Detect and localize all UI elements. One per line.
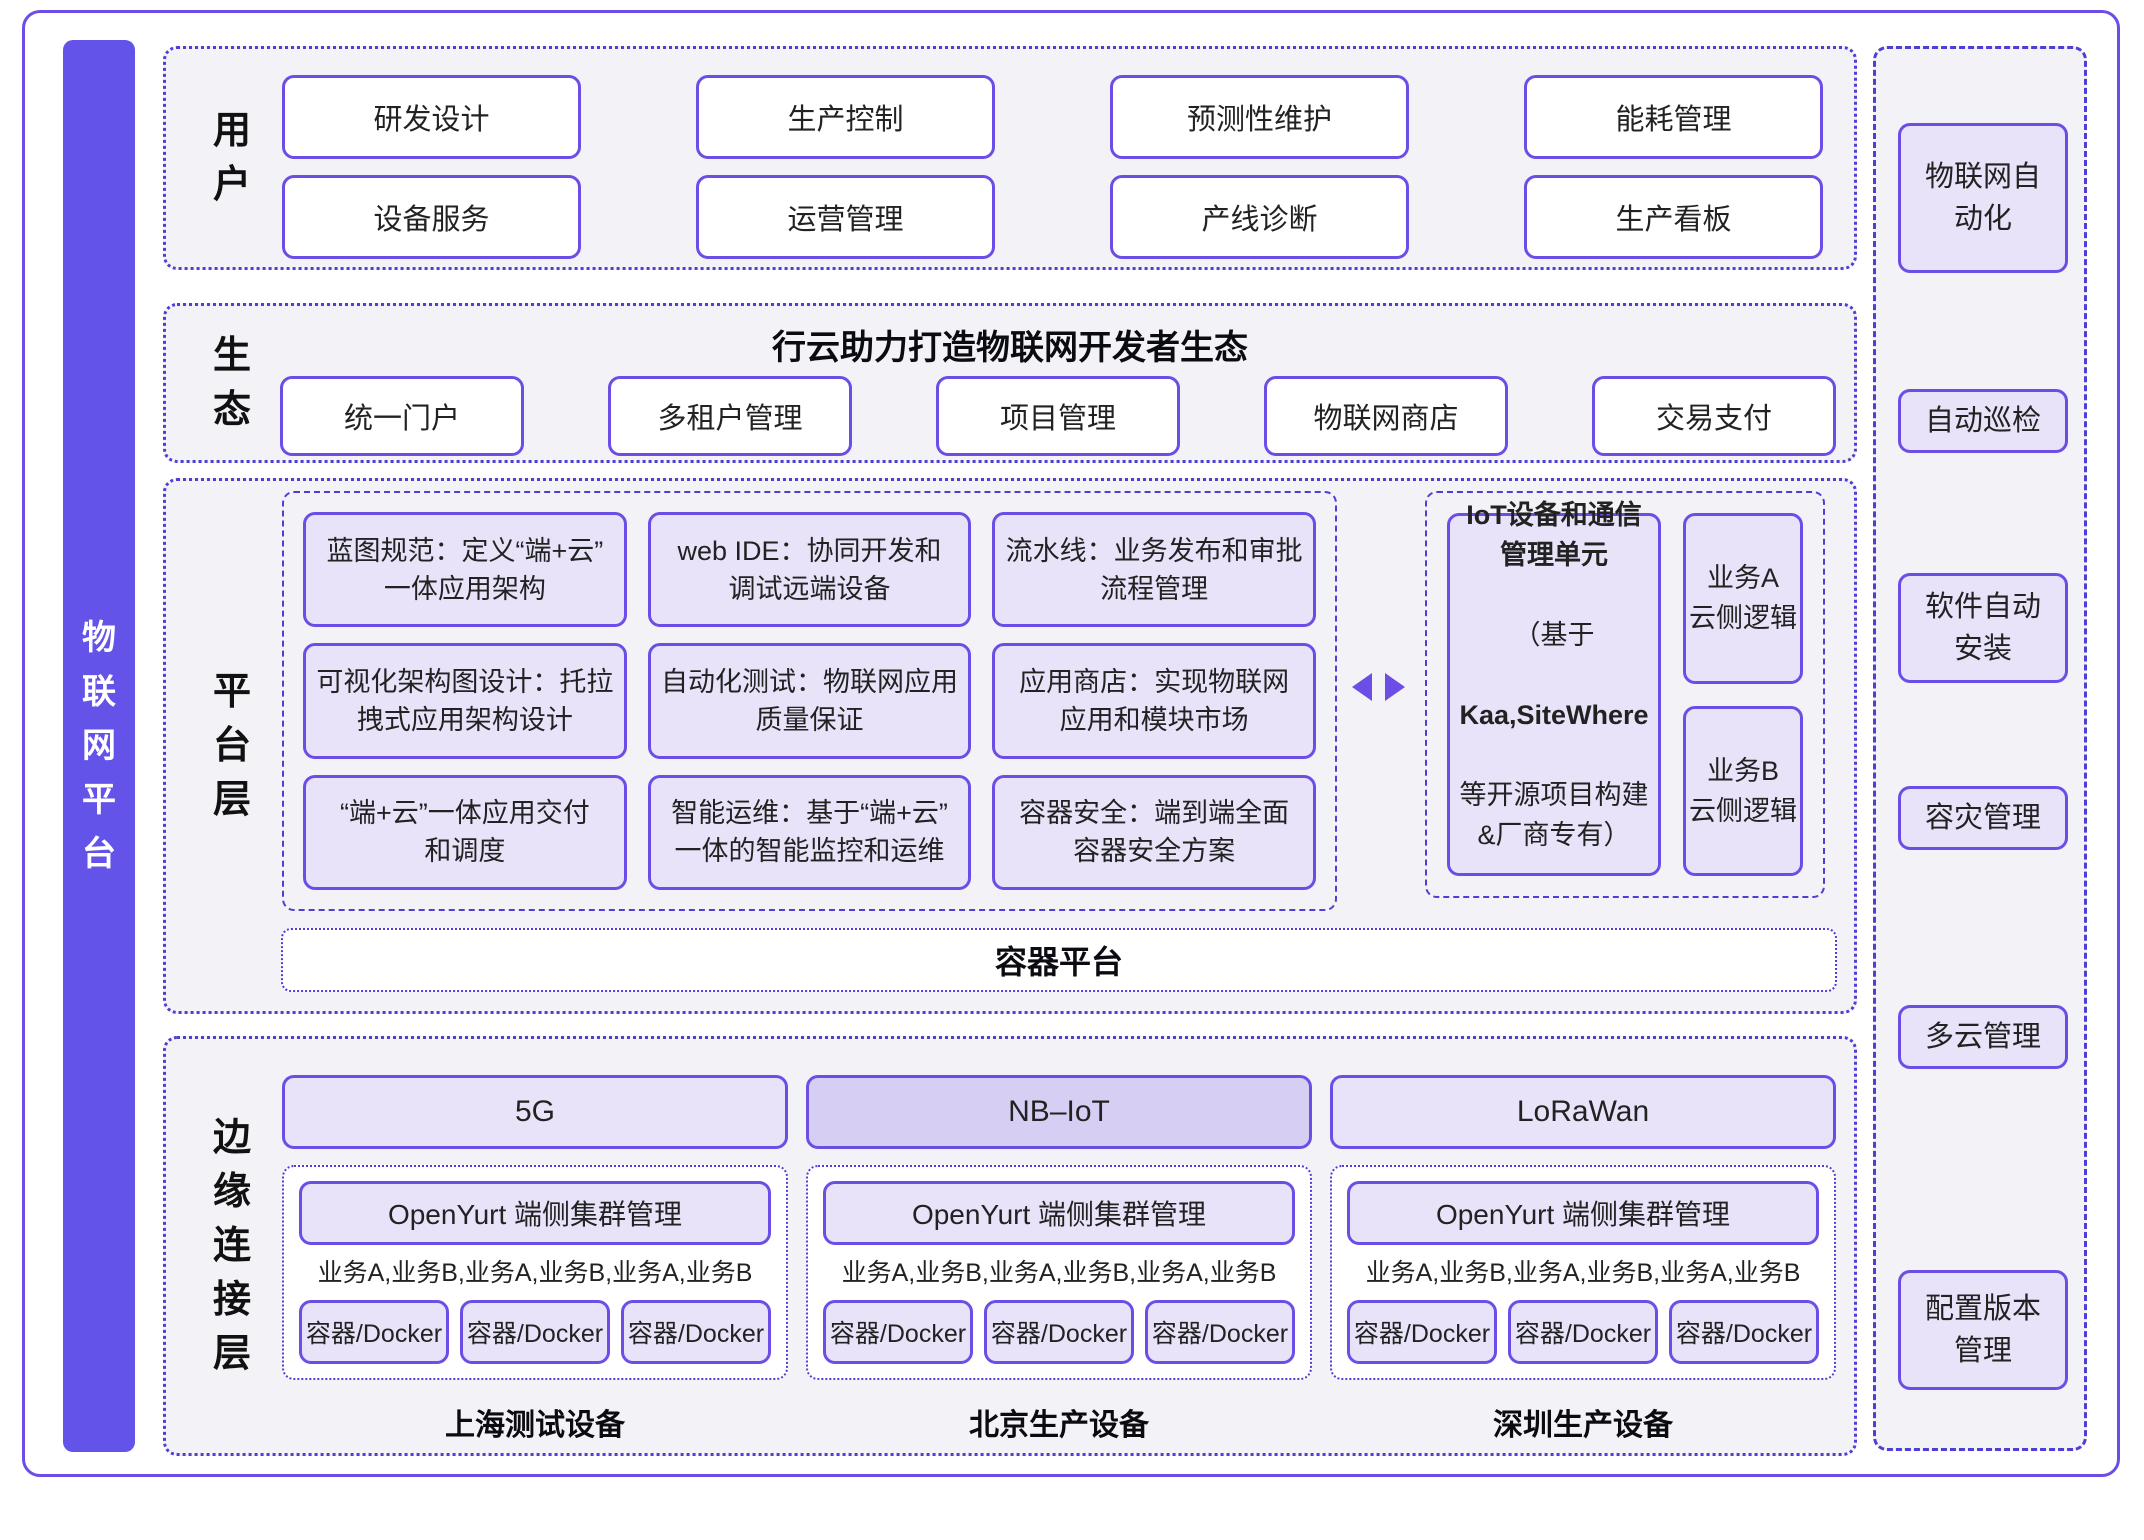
pf-box-visual-design: 可视化架构图设计：托拉 拽式应用架构设计 xyxy=(303,643,627,759)
docker-box: 容器/Docker xyxy=(621,1300,771,1364)
docker-box: 容器/Docker xyxy=(1508,1300,1658,1364)
section-edge-label: 边 缘 连 接 层 xyxy=(212,1117,251,1375)
edge-column-shanghai: 5G OpenYurt 端侧集群管理 业务A,业务B,业务A,业务B,业务A,业… xyxy=(282,1039,788,1444)
openyurt-cluster-box: OpenYurt 端侧集群管理 xyxy=(823,1181,1295,1245)
docker-box: 容器/Docker xyxy=(1347,1300,1497,1364)
iot-unit-title: IoT设备和通信 管理单元 xyxy=(1466,499,1642,570)
services-line: 业务A,业务B,业务A,业务B,业务A,业务B xyxy=(317,1259,753,1287)
section-platform: 平 台 层 蓝图规范：定义“端+云” 一体应用架构 web IDE：协同开发和 … xyxy=(163,478,1857,1014)
section-ecosystem-label: 生 态 xyxy=(212,335,251,431)
iot-unit-group: IoT设备和通信 管理单元 （基于 Kaa,SiteWhere 等开源项目构建 … xyxy=(1425,491,1825,898)
pf-box-blueprint: 蓝图规范：定义“端+云” 一体应用架构 xyxy=(303,512,627,628)
protocol-5g-bar: 5G xyxy=(282,1075,788,1149)
eco-box-portal: 统一门户 xyxy=(280,376,524,456)
platform-capability-grid: 蓝图规范：定义“端+云” 一体应用架构 web IDE：协同开发和 调试远端设备… xyxy=(282,491,1337,911)
arrow-left-icon xyxy=(1352,673,1372,701)
user-box-device-service: 设备服务 xyxy=(282,175,581,259)
ecosystem-row: 统一门户 多租户管理 项目管理 物联网商店 交易支付 xyxy=(280,376,1836,456)
docker-row: 容器/Docker 容器/Docker 容器/Docker xyxy=(299,1300,771,1364)
rail-iot-automation: 物联网自 动化 xyxy=(1898,123,2068,273)
section-ecosystem: 生 态 行云助力打造物联网开发者生态 统一门户 多租户管理 项目管理 物联网商店… xyxy=(163,303,1857,463)
edge-cluster-group: OpenYurt 端侧集群管理 业务A,业务B,业务A,业务B,业务A,业务B … xyxy=(1330,1165,1836,1380)
pf-box-pipeline: 流水线：业务发布和审批 流程管理 xyxy=(992,512,1316,628)
iot-unit-body-bold: Kaa,SiteWhere xyxy=(1459,699,1649,730)
users-grid: 研发设计 生产控制 预测性维护 能耗管理 设备服务 运营管理 产线诊断 生产看板 xyxy=(282,75,1823,259)
user-box-predictive: 预测性维护 xyxy=(1110,75,1409,159)
docker-box: 容器/Docker xyxy=(299,1300,449,1364)
right-rail: 物联网自 动化 自动巡检 软件自动 安装 容灾管理 多云管理 配置版本 管理 xyxy=(1873,46,2087,1451)
protocol-nbiot-bar: NB–IoT xyxy=(806,1075,1312,1149)
edge-caption: 上海测试设备 xyxy=(445,1409,625,1442)
eco-box-project: 项目管理 xyxy=(936,376,1180,456)
iot-unit-body-post: 等开源项目构建 &厂商专有） xyxy=(1459,779,1649,850)
eco-box-store: 物联网商店 xyxy=(1264,376,1508,456)
pf-box-smart-ops: 智能运维：基于“端+云” 一体的智能监控和运维 xyxy=(647,774,972,890)
rail-config-version: 配置版本 管理 xyxy=(1898,1270,2068,1390)
openyurt-cluster-box: OpenYurt 端侧集群管理 xyxy=(1347,1181,1819,1245)
edge-cluster-group: OpenYurt 端侧集群管理 业务A,业务B,业务A,业务B,业务A,业务B … xyxy=(806,1165,1312,1380)
iot-unit-body: （基于 Kaa,SiteWhere 等开源项目构建 &厂商专有） xyxy=(1459,575,1648,895)
docker-row: 容器/Docker 容器/Docker 容器/Docker xyxy=(1347,1300,1819,1364)
section-platform-label: 平 台 层 xyxy=(212,671,251,821)
services-line: 业务A,业务B,业务A,业务B,业务A,业务B xyxy=(1365,1259,1801,1287)
edge-columns: 5G OpenYurt 端侧集群管理 业务A,业务B,业务A,业务B,业务A,业… xyxy=(282,1039,1836,1444)
edge-column-shenzhen: LoRaWan OpenYurt 端侧集群管理 业务A,业务B,业务A,业务B,… xyxy=(1330,1039,1836,1444)
user-box-ops-mgmt: 运营管理 xyxy=(696,175,995,259)
edge-caption: 北京生产设备 xyxy=(969,1409,1149,1442)
edge-column-beijing: NB–IoT OpenYurt 端侧集群管理 业务A,业务B,业务A,业务B,业… xyxy=(806,1039,1312,1444)
user-box-rd-design: 研发设计 xyxy=(282,75,581,159)
left-title-bar: 物 联 网 平 台 xyxy=(63,40,135,1452)
rail-auto-inspection: 自动巡检 xyxy=(1898,389,2068,453)
section-edge: 边 缘 连 接 层 5G OpenYurt 端侧集群管理 业务A,业务B,业务A… xyxy=(163,1036,1857,1456)
iot-unit-body-pre: （基于 xyxy=(1513,619,1595,650)
docker-row: 容器/Docker 容器/Docker 容器/Docker xyxy=(823,1300,1295,1364)
user-box-energy: 能耗管理 xyxy=(1524,75,1823,159)
cloud-logic-column: 业务A 云侧逻辑 业务B 云侧逻辑 xyxy=(1683,513,1803,876)
services-line: 业务A,业务B,业务A,业务B,业务A,业务B xyxy=(841,1259,1277,1287)
pf-box-web-ide: web IDE：协同开发和 调试远端设备 xyxy=(647,512,972,628)
docker-box: 容器/Docker xyxy=(1145,1300,1295,1364)
pf-box-delivery: “端+云”一体应用交付 和调度 xyxy=(303,774,627,890)
edge-caption: 深圳生产设备 xyxy=(1493,1409,1673,1442)
docker-box: 容器/Docker xyxy=(1669,1300,1819,1364)
eco-box-payment: 交易支付 xyxy=(1592,376,1836,456)
bidirectional-arrows xyxy=(1352,673,1405,701)
protocol-lorawan-bar: LoRaWan xyxy=(1330,1075,1836,1149)
rail-disaster-recovery: 容灾管理 xyxy=(1898,786,2068,850)
section-users-label: 用 户 xyxy=(212,110,251,206)
rail-multicloud-mgmt: 多云管理 xyxy=(1898,1005,2068,1069)
left-title-text: 物 联 网 平 台 xyxy=(82,619,116,873)
section-users: 用 户 研发设计 生产控制 预测性维护 能耗管理 设备服务 运营管理 产线诊断 … xyxy=(163,46,1857,270)
docker-box: 容器/Docker xyxy=(984,1300,1134,1364)
eco-box-tenant: 多租户管理 xyxy=(608,376,852,456)
pf-box-auto-test: 自动化测试：物联网应用 质量保证 xyxy=(647,643,972,759)
edge-cluster-group: OpenYurt 端侧集群管理 业务A,业务B,业务A,业务B,业务A,业务B … xyxy=(282,1165,788,1380)
arrow-right-icon xyxy=(1385,673,1405,701)
user-box-prod-board: 生产看板 xyxy=(1524,175,1823,259)
pf-box-app-store: 应用商店：实现物联网 应用和模块市场 xyxy=(992,643,1316,759)
container-platform-bar: 容器平台 xyxy=(281,928,1837,992)
user-box-line-diagnosis: 产线诊断 xyxy=(1110,175,1409,259)
user-box-prod-control: 生产控制 xyxy=(696,75,995,159)
ecosystem-title: 行云助力打造物联网开发者生态 xyxy=(772,329,1248,367)
cloud-logic-a-box: 业务A 云侧逻辑 xyxy=(1683,513,1803,684)
docker-box: 容器/Docker xyxy=(823,1300,973,1364)
openyurt-cluster-box: OpenYurt 端侧集群管理 xyxy=(299,1181,771,1245)
docker-box: 容器/Docker xyxy=(460,1300,610,1364)
rail-auto-install: 软件自动 安装 xyxy=(1898,573,2068,683)
outer-frame xyxy=(22,10,2120,1477)
cloud-logic-b-box: 业务B 云侧逻辑 xyxy=(1683,705,1803,876)
pf-box-container-sec: 容器安全：端到端全面 容器安全方案 xyxy=(992,774,1316,890)
iot-unit-box: IoT设备和通信 管理单元 （基于 Kaa,SiteWhere 等开源项目构建 … xyxy=(1447,500,1661,876)
